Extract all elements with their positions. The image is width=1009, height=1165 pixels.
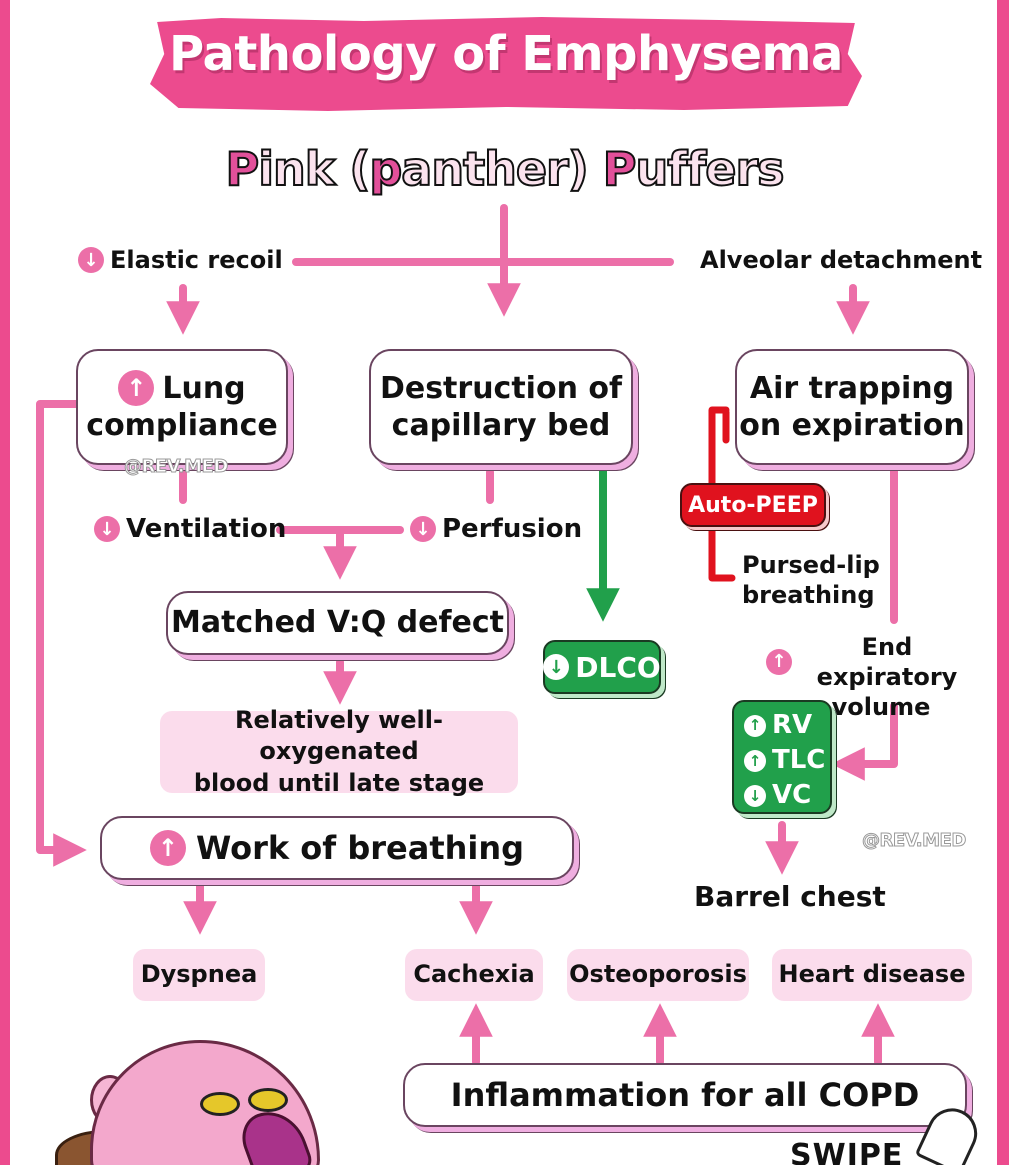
dlco-box: ↓ DLCO	[543, 640, 661, 694]
down-arrow-circle-icon: ↓	[410, 516, 436, 542]
volume-vc-text: VC	[772, 780, 812, 811]
end-expiratory-line1: ↑ End expiratory	[766, 632, 976, 692]
subtitle-part: P	[602, 141, 638, 197]
elastic-recoil-text: Elastic recoil	[110, 246, 283, 274]
pursed-lip-text-2: breathing	[742, 581, 875, 609]
destruction-capillary-node: Destruction of capillary bed	[369, 349, 633, 465]
outcome-dyspnea: Dyspnea	[133, 949, 265, 1001]
lung-compliance-text-2: compliance	[86, 408, 278, 443]
up-arrow-circle-icon: ↑	[744, 749, 766, 772]
down-arrow-circle-icon: ↓	[94, 516, 120, 542]
destruction-text-1: Destruction of	[379, 370, 623, 406]
lung-compliance-text-1: Lung	[162, 370, 246, 406]
ventilation-text: Ventilation	[126, 514, 287, 544]
destruction-text-2: capillary bed	[391, 408, 611, 443]
panther-eye-illustration	[200, 1092, 240, 1116]
volume-tlc: ↑ TLC	[744, 743, 825, 778]
down-arrow-circle-icon: ↓	[744, 784, 766, 807]
watermark: @REV.MED	[862, 830, 967, 852]
outcome-heart-disease: Heart disease	[772, 949, 972, 1001]
air-trapping-text-2: on expiration	[739, 408, 965, 443]
vq-defect-node: Matched V:Q defect	[166, 591, 509, 655]
subtitle-part: P	[224, 141, 260, 197]
air-trapping-text-1: Air trapping	[749, 370, 955, 406]
page-title: Pathology of Emphysema	[169, 26, 843, 82]
connector-compliance-to-wob	[36, 400, 87, 867]
elastic-recoil-label: ↓ Elastic recoil	[78, 246, 283, 274]
volume-tlc-text: TLC	[772, 745, 826, 776]
barrel-chest-label: Barrel chest	[694, 880, 886, 913]
lung-compliance-line1: ↑ Lung	[86, 370, 277, 408]
volume-rv-text: RV	[772, 710, 813, 740]
watermark: @REV.MED	[124, 456, 229, 478]
auto-peep-badge: Auto-PEEP	[680, 483, 826, 527]
oxygenated-box: Relatively well-oxygenated blood until l…	[160, 706, 518, 797]
work-of-breathing-node: ↑ Work of breathing	[100, 816, 574, 880]
volume-rv: ↑ RV	[744, 708, 820, 743]
autopeep-bracket-top	[708, 406, 730, 489]
connector-eev-to-volumes	[831, 702, 898, 781]
oxygenated-text-1: Relatively well-oxygenated	[235, 706, 443, 766]
down-arrow-circle-icon: ↓	[543, 654, 570, 680]
up-arrow-circle-icon: ↑	[766, 649, 792, 675]
air-trapping-content: Air trapping on expiration	[739, 370, 965, 445]
lung-compliance-node: ↑ Lung compliance	[76, 349, 288, 465]
panther-eye-illustration	[248, 1088, 288, 1112]
ventilation-label: ↓ Ventilation	[94, 514, 286, 544]
subtitle-part: p	[368, 141, 403, 197]
down-arrow-circle-icon: ↓	[78, 247, 104, 273]
oxygenated-content: Relatively well-oxygenated blood until l…	[160, 705, 518, 799]
end-expiratory-text-1: End expiratory	[816, 633, 958, 691]
up-arrow-circle-icon: ↑	[744, 714, 766, 737]
lung-volumes-box: ↑ RV ↑ TLC ↓ VC	[732, 700, 832, 814]
lung-compliance-content: ↑ Lung compliance	[86, 370, 278, 445]
autopeep-bracket-bottom	[708, 524, 736, 582]
subtitle-part: ink (	[257, 141, 371, 197]
up-arrow-circle-icon: ↑	[149, 830, 186, 866]
volume-vc: ↓ VC	[744, 778, 820, 813]
subtitle-part: anther)	[400, 141, 603, 197]
end-expiratory-label: ↑ End expiratory volume	[766, 632, 976, 722]
alveolar-detachment-label: Alveolar detachment	[700, 246, 982, 274]
pursed-lip-text-1: Pursed-lip	[742, 551, 880, 579]
left-border	[0, 0, 10, 1165]
up-arrow-circle-icon: ↑	[118, 370, 155, 407]
swipe-hint: SWIPE	[790, 1138, 904, 1165]
dlco-text: DLCO	[575, 650, 661, 684]
air-trapping-node: Air trapping on expiration	[735, 349, 969, 465]
end-expiratory-text-2: volume	[831, 693, 931, 721]
destruction-content: Destruction of capillary bed	[380, 370, 622, 445]
pursed-lip-label: Pursed-lip breathing	[742, 550, 880, 610]
subtitle-part: uffers	[634, 141, 785, 197]
outcome-osteoporosis: Osteoporosis	[567, 949, 749, 1001]
oxygenated-text-2: blood until late stage	[193, 768, 485, 797]
inflammation-node: Inflammation for all COPD	[403, 1063, 967, 1127]
subtitle: Pink (panther) Puffers	[0, 141, 1009, 197]
title-banner	[150, 17, 862, 111]
perfusion-text: Perfusion	[442, 514, 583, 544]
alveolar-detachment-text: Alveolar detachment	[700, 246, 983, 274]
right-border	[997, 0, 1009, 1165]
perfusion-label: ↓ Perfusion	[410, 514, 582, 544]
outcome-cachexia: Cachexia	[405, 949, 543, 1001]
work-of-breathing-text: Work of breathing	[195, 829, 525, 867]
